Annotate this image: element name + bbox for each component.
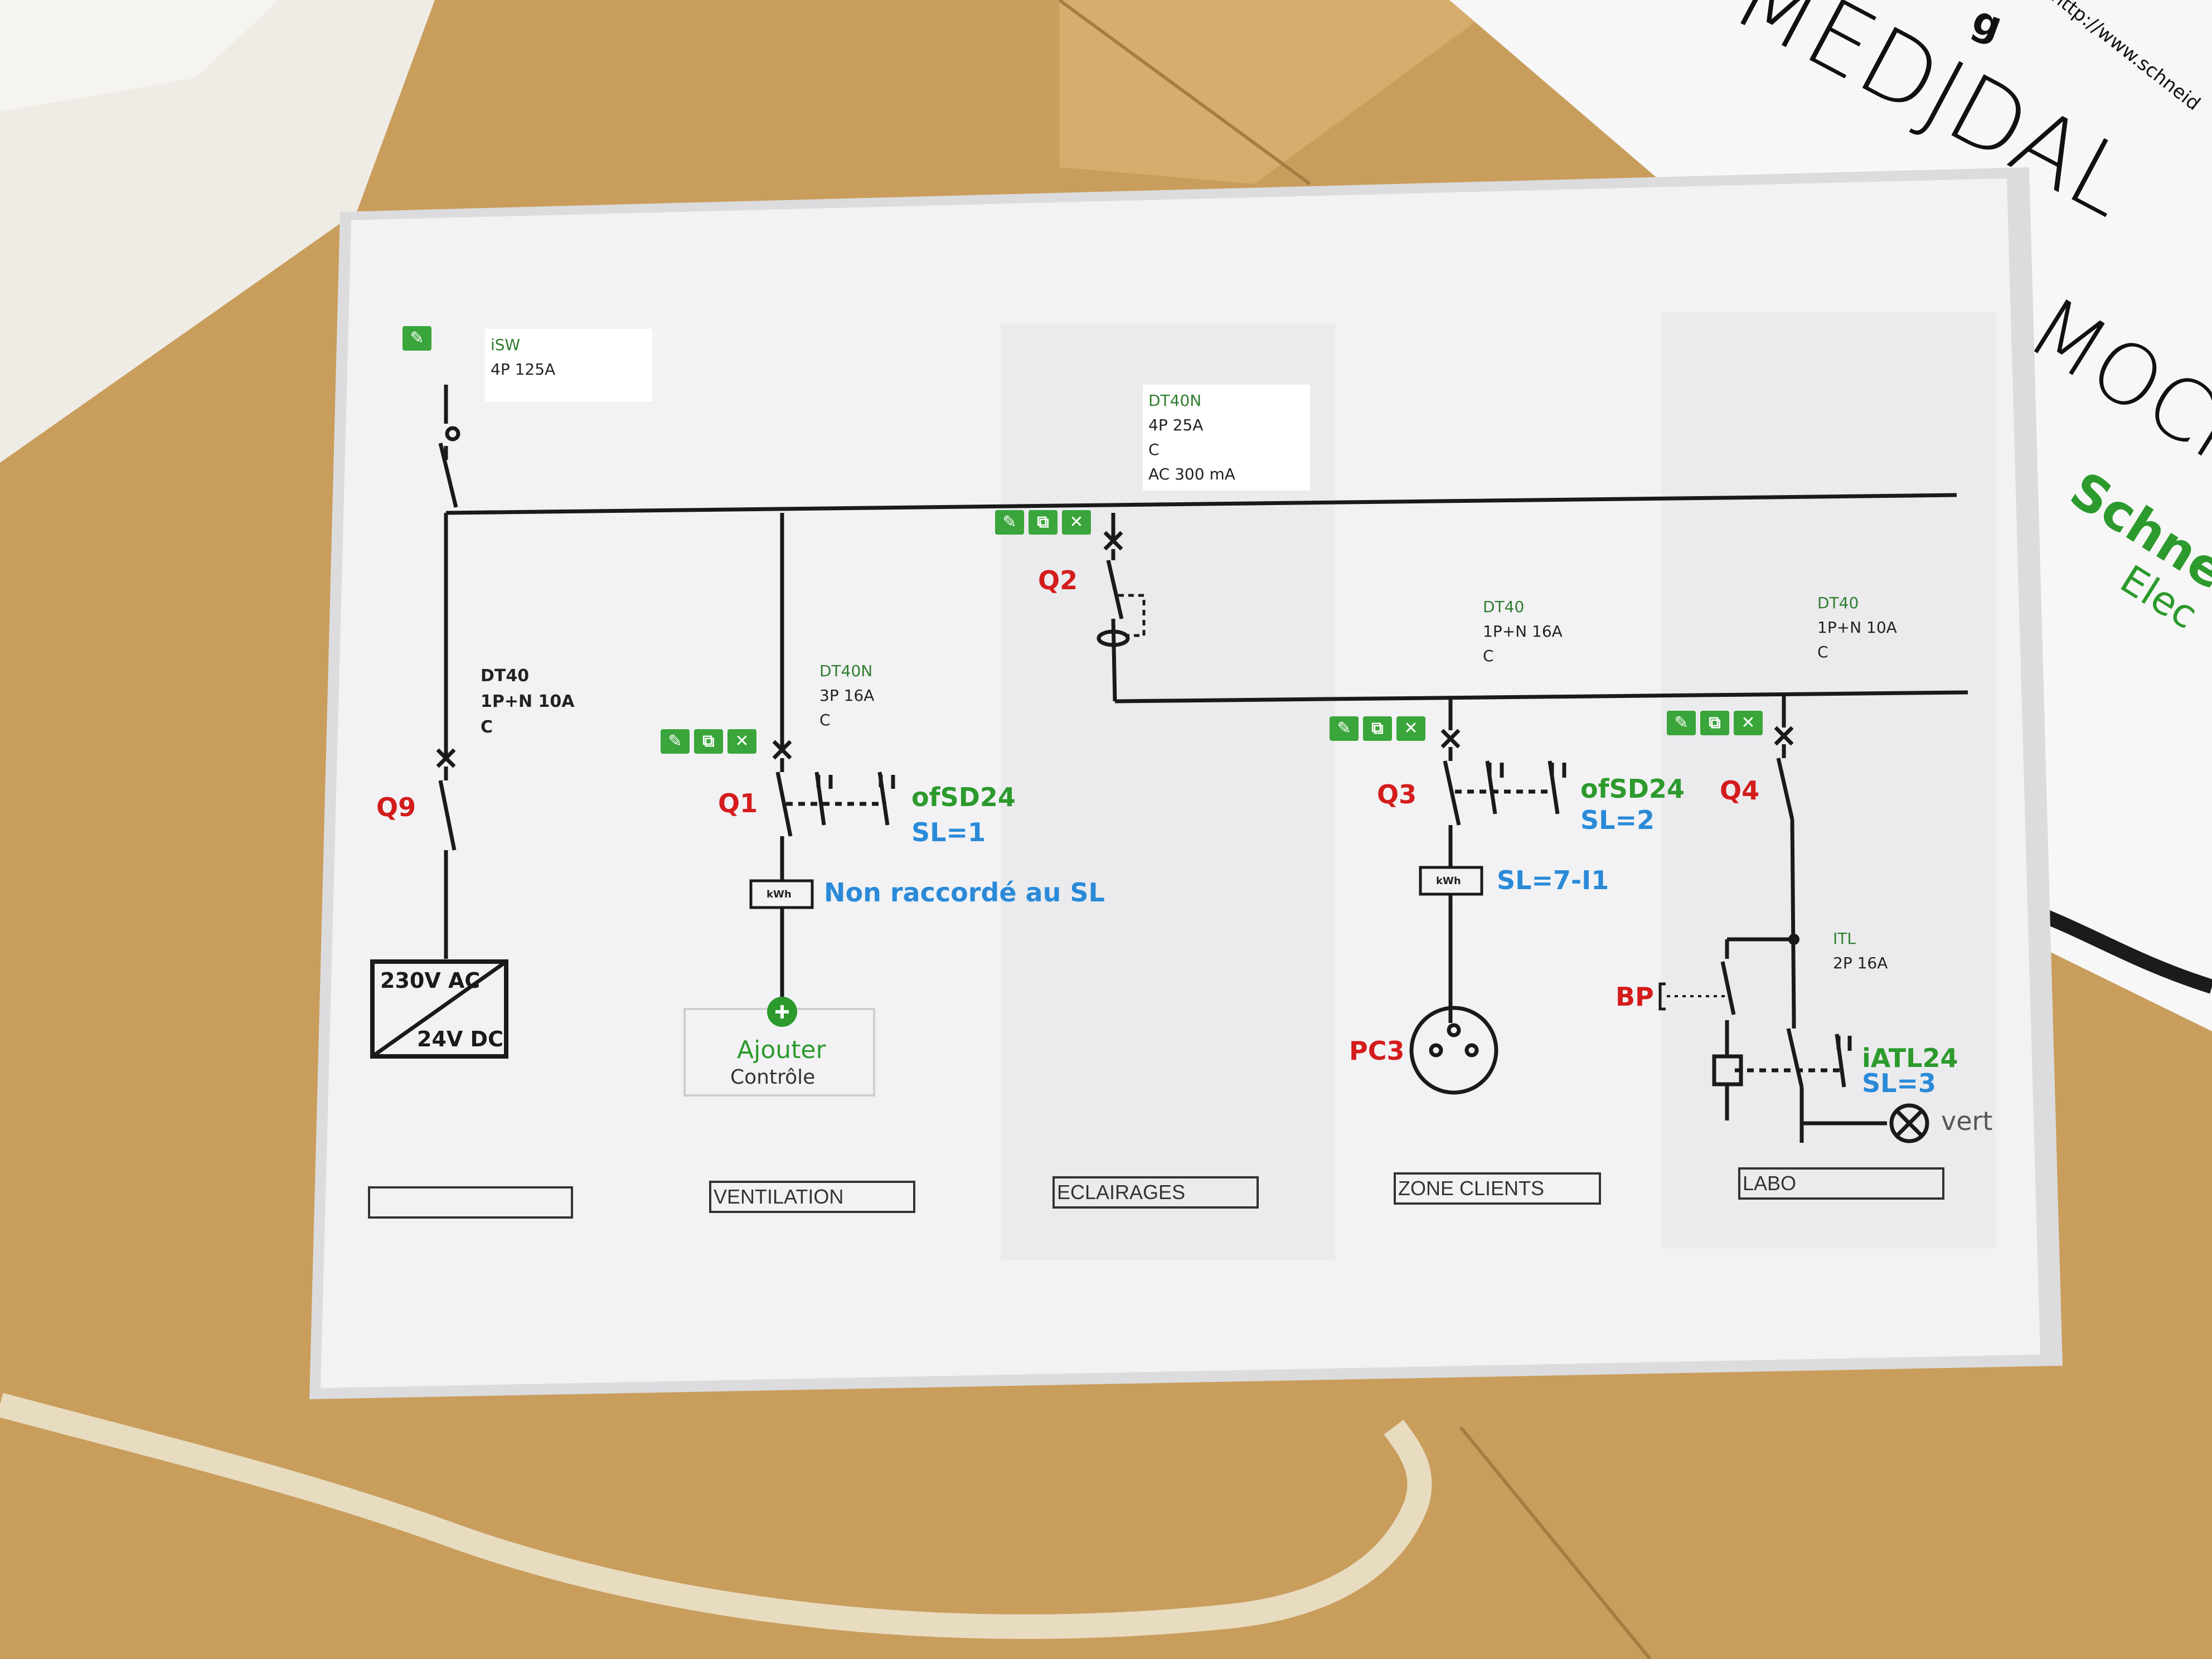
q4-curve: C (1817, 643, 1828, 661)
ref-q2: Q2 (1038, 565, 1078, 595)
section-shade-labo (1661, 312, 1996, 1249)
q1-type: DT40N (819, 662, 873, 680)
add-control-title[interactable]: Ajouter (737, 1036, 826, 1064)
q2-sensitivity: AC 300 mA (1148, 465, 1235, 483)
q2-type: DT40N (1148, 391, 1202, 410)
q9-type: DT40 (481, 666, 530, 686)
section-field-1[interactable] (368, 1186, 573, 1219)
incomer-specs: iSW 4P 125A (491, 337, 555, 386)
pencil-icon[interactable]: ✎ (995, 510, 1024, 535)
q4-type: DT40 (1817, 594, 1859, 612)
pencil-icon[interactable]: ✎ (402, 326, 431, 351)
q4-toolbar: ✎ ⧉ ✕ (1667, 711, 1763, 735)
q4-specs: DT40 1P+N 10A C (1817, 595, 1897, 669)
junction-dot (1788, 934, 1799, 945)
delete-x-icon[interactable]: ✕ (727, 729, 756, 754)
psu-input: 230V AC (380, 968, 481, 993)
ref-q9: Q9 (376, 792, 416, 822)
table-seam-2 (1459, 1426, 1652, 1659)
q3-curve: C (1483, 647, 1494, 665)
psu-output: 24V DC (417, 1027, 503, 1051)
q4-sl: SL=3 (1862, 1068, 1936, 1098)
meter-q1-label: kWh (767, 889, 792, 900)
rcd-busbar (1114, 690, 1968, 704)
q3-toolbar: ✎ ⧉ ✕ (1330, 716, 1425, 741)
copy-icon[interactable]: ⧉ (1029, 510, 1058, 535)
ref-bp: BP (1616, 982, 1654, 1012)
pencil-icon[interactable]: ✎ (1330, 716, 1359, 741)
incomer-toolbar: ✎ (402, 326, 431, 351)
cable-cream (0, 1393, 1432, 1639)
q1-toolbar: ✎ ⧉ ✕ (661, 729, 756, 754)
white-box (0, 0, 435, 463)
incomer-type: iSW (491, 336, 521, 354)
q3-sl: SL=2 (1580, 805, 1655, 835)
wiring (370, 385, 1968, 1143)
ref-q4: Q4 (1720, 775, 1760, 806)
ref-q3: Q3 (1377, 779, 1417, 809)
copy-icon[interactable]: ⧉ (694, 729, 723, 754)
q4-rating: 1P+N 10A (1817, 618, 1897, 637)
itl-rating: 2P 16A (1833, 954, 1888, 972)
incomer-rating: 4P 125A (491, 360, 556, 379)
copy-icon[interactable]: ⧉ (1700, 711, 1729, 735)
q3-rating: 1P+N 16A (1483, 622, 1563, 641)
pencil-icon[interactable]: ✎ (661, 729, 690, 754)
itl-specs: ITL 2P 16A (1833, 931, 1888, 980)
itl-type: ITL (1833, 929, 1856, 948)
q3-specs: DT40 1P+N 16A C (1483, 599, 1563, 673)
add-plus-glyph (775, 1005, 789, 1018)
cable-black (2038, 907, 2212, 994)
copy-icon[interactable]: ⧉ (1363, 716, 1392, 741)
q2-toolbar: ✎ ⧉ ✕ (995, 510, 1091, 535)
delete-x-icon[interactable]: ✕ (1734, 711, 1763, 735)
section-field-ventilation[interactable]: VENTILATION (709, 1181, 915, 1213)
meter-q3-label: kWh (1436, 875, 1461, 887)
table-seam (1058, 0, 1311, 186)
q4-aux-module: iATL24 (1862, 1043, 1958, 1073)
add-control-subtitle[interactable]: Contrôle (730, 1066, 816, 1089)
q1-rating: 3P 16A (819, 686, 875, 705)
q1-specs: DT40N 3P 16A C (819, 663, 874, 737)
section-field-eclairages[interactable]: ECLAIRAGES (1052, 1176, 1259, 1209)
q2-label-bg (1143, 385, 1310, 491)
q1-sl: SL=1 (911, 817, 986, 847)
q9-rating: 1P+N 10A (481, 692, 575, 711)
delete-x-icon[interactable]: ✕ (1396, 716, 1425, 741)
incomer-label-bg (485, 329, 652, 401)
ref-pc3: PC3 (1349, 1036, 1405, 1066)
q2-rating: 4P 25A (1148, 416, 1204, 434)
section-field-labo[interactable]: LABO (1738, 1167, 1944, 1200)
q3-aux-module: ofSD24 (1580, 774, 1685, 804)
main-busbar (445, 493, 1957, 515)
q9-specs: DT40 1P+N 10A C (481, 668, 575, 745)
white-box-top (0, 0, 279, 111)
delete-x-icon[interactable]: ✕ (1062, 510, 1091, 535)
meter-q1-note: Non raccordé au SL (824, 877, 1105, 908)
table-panel-light (1059, 0, 1505, 184)
q1-aux-module: ofSD24 (911, 782, 1016, 812)
lamp-label: vert (1941, 1106, 1993, 1136)
meter-q3-sl: SL=7-I1 (1497, 865, 1609, 895)
q9-curve: C (481, 717, 493, 737)
q2-curve: C (1148, 440, 1160, 459)
ref-q1: Q1 (718, 788, 758, 818)
section-field-zone-clients[interactable]: ZONE CLIENTS (1394, 1172, 1601, 1205)
pencil-icon[interactable]: ✎ (1667, 711, 1696, 735)
q2-specs: DT40N 4P 25A C AC 300 mA (1148, 393, 1235, 491)
q1-curve: C (819, 711, 831, 729)
q3-type: DT40 (1483, 598, 1525, 616)
